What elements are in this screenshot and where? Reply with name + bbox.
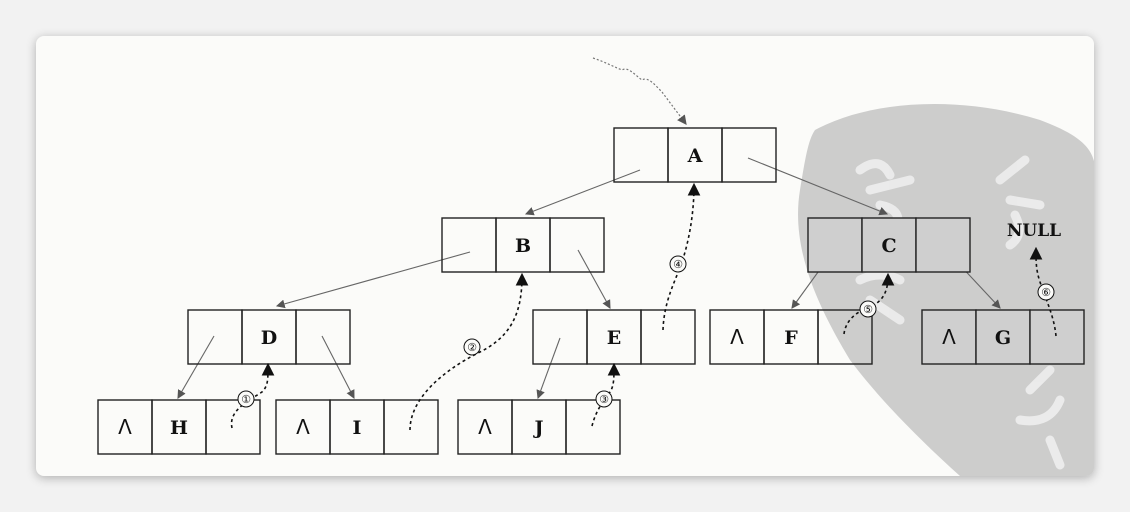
- node-b: B: [441, 217, 605, 273]
- svg-text:④: ④: [673, 258, 683, 271]
- node-e: E: [532, 309, 696, 365]
- null-symbol-h: Λ: [118, 415, 132, 439]
- diagram-card: A B C D E Λ F Λ G: [36, 36, 1094, 476]
- watermark-shape: [798, 103, 1094, 476]
- thread-g-null: [1029, 246, 1057, 337]
- node-label-g: G: [995, 327, 1011, 349]
- node-d: D: [187, 309, 351, 365]
- thread-e-a: [662, 182, 701, 331]
- order-marker-5: ⑤: [859, 300, 877, 318]
- node-f: Λ F: [709, 309, 873, 365]
- node-c: C: [807, 217, 971, 273]
- node-label-c: C: [881, 235, 896, 257]
- threads: [230, 182, 1057, 431]
- node-label-j: J: [533, 417, 544, 439]
- edge-d-h: [177, 335, 215, 399]
- svg-text:③: ③: [599, 393, 609, 406]
- node-i: Λ I: [275, 399, 439, 455]
- null-symbol-i: Λ: [296, 415, 310, 439]
- svg-text:⑥: ⑥: [1041, 286, 1051, 299]
- node-label-h: H: [170, 417, 188, 439]
- threaded-binary-tree-diagram: A B C D E Λ F Λ G: [97, 57, 1094, 476]
- node-label-i: I: [353, 417, 362, 439]
- child-edges: [177, 157, 1001, 400]
- order-marker-6: ⑥: [1037, 283, 1055, 301]
- thread-order-markers: ① ② ③ ④ ⑤ ⑥: [237, 255, 1055, 408]
- node-j: Λ J: [457, 399, 621, 455]
- edge-a-b: [524, 169, 641, 216]
- null-symbol-j: Λ: [478, 415, 492, 439]
- edge-b-d: [275, 251, 471, 309]
- svg-text:①: ①: [241, 393, 251, 406]
- node-g: Λ G: [921, 309, 1085, 365]
- node-h: Λ H: [97, 399, 261, 455]
- edge-e-j: [536, 337, 561, 400]
- node-label-e: E: [607, 327, 621, 349]
- node-label-f: F: [784, 327, 798, 349]
- root-pointer: [592, 57, 687, 125]
- order-marker-1: ①: [237, 390, 255, 408]
- thread-i-b: [409, 272, 529, 431]
- node-label-b: B: [515, 235, 531, 257]
- order-marker-4: ④: [669, 255, 687, 273]
- edge-d-i: [321, 335, 355, 399]
- edge-b-e: [577, 249, 611, 309]
- node-a: A: [613, 127, 777, 183]
- node-label-d: D: [261, 327, 277, 349]
- null-symbol-g: Λ: [942, 325, 956, 349]
- order-marker-2: ②: [463, 338, 481, 356]
- null-symbol-f: Λ: [730, 325, 744, 349]
- svg-text:⑤: ⑤: [863, 303, 873, 316]
- thread-j-e: [591, 362, 621, 427]
- thread-h-d: [230, 362, 275, 429]
- thread-f-c: [843, 272, 895, 335]
- svg-text:②: ②: [467, 341, 477, 354]
- order-marker-3: ③: [595, 390, 613, 408]
- node-label-a: A: [687, 145, 703, 167]
- edge-a-c: [747, 157, 889, 216]
- null-label: NULL: [1007, 221, 1061, 241]
